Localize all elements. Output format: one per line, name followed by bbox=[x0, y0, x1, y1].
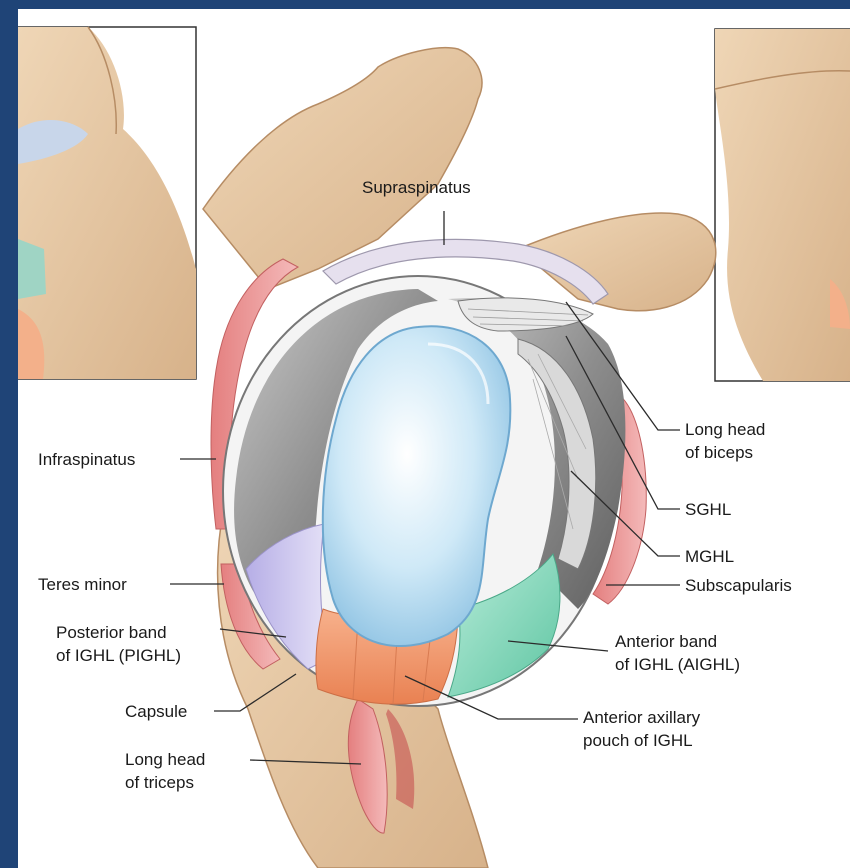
label-sghl: SGHL bbox=[685, 499, 731, 520]
label-pighl-line1: Posterior band bbox=[56, 622, 167, 643]
label-aighl-line2: of IGHL (AIGHL) bbox=[615, 654, 740, 675]
label-biceps-line1: Long head bbox=[685, 419, 765, 440]
biceps-tendon bbox=[458, 298, 593, 331]
label-mghl: MGHL bbox=[685, 546, 734, 567]
illustration-panel: Supraspinatus Infraspinatus Teres minor … bbox=[18, 9, 850, 868]
left-inset-box bbox=[18, 27, 196, 379]
label-pouch-line1: Anterior axillary bbox=[583, 707, 700, 728]
label-triceps-line2: of triceps bbox=[125, 772, 194, 793]
label-aighl-line1: Anterior band bbox=[615, 631, 717, 652]
label-supraspinatus: Supraspinatus bbox=[362, 177, 471, 198]
label-biceps-line2: of biceps bbox=[685, 442, 753, 463]
label-subscapularis: Subscapularis bbox=[685, 575, 792, 596]
label-teres-minor: Teres minor bbox=[38, 574, 127, 595]
label-triceps-line1: Long head bbox=[125, 749, 205, 770]
label-pouch-line2: pouch of IGHL bbox=[583, 730, 693, 751]
right-inset-box bbox=[715, 29, 850, 381]
label-infraspinatus: Infraspinatus bbox=[38, 449, 135, 470]
label-capsule: Capsule bbox=[125, 701, 187, 722]
label-pighl-line2: of IGHL (PIGHL) bbox=[56, 645, 181, 666]
